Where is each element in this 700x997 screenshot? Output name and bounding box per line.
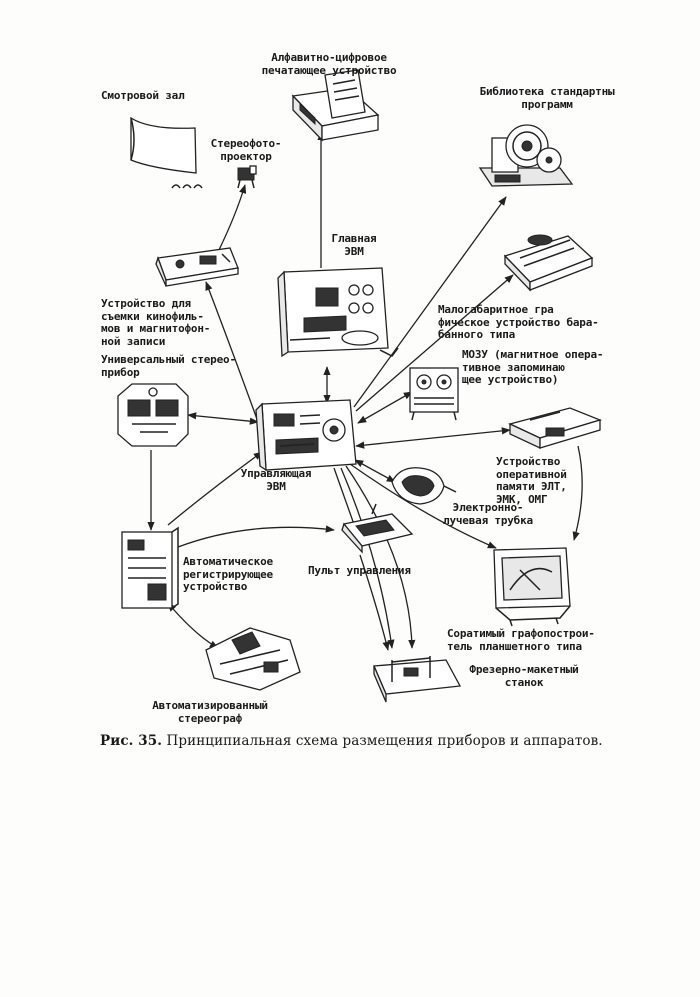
label-film-recorder: Устройство для съемки кинофиль- мов и ма… [101,297,211,348]
universal-stereo-icon [117,383,189,447]
arrow-control-milling-right [345,465,416,649]
milling-machine-icon [373,656,462,703]
label-mozu: МОЗУ (магнитное опера- тивное запоминаю … [462,348,604,386]
arrow-control-film-recorder [205,281,259,423]
label-crt: Электронно- лучевая трубка [443,501,533,527]
stereo-projector-icon [237,165,257,189]
arrow-recorder-control [167,451,263,526]
label-flatbed-plotter: Соратимый графопострои- тель планшетного… [447,627,595,653]
arrow-control-panel [333,467,357,531]
stereograph-icon [205,627,301,691]
label-viewing-hall: Смотровой зал [101,89,185,102]
arrow-control-universal [187,412,259,425]
crt-icon [391,467,457,505]
printer-icon [291,69,380,142]
figure-number: Рис. 35. [100,733,163,749]
label-main-computer: Главная ЭВМ [331,232,377,258]
label-auto-stereograph: Автоматизированный стереограф [152,699,268,725]
label-printer: Алфавитно-цифровое печатающее устройство [261,51,397,77]
arrow-control-drum-plotter [355,274,514,412]
film-recorder-icon [155,247,239,287]
label-control-panel: Пульт управления [308,564,411,577]
arrow-panel-milling [359,554,390,651]
drum-plotter-icon [503,234,594,292]
arrow-film-recorder-projector [217,184,247,253]
label-milling-machine: Фрезерно-макетный станок [469,663,579,689]
label-ram-device: Устройство оперативной памяти ЭЛТ, ЭМК, … [496,455,567,506]
mozu-icon [409,367,459,421]
arrow-recorder-panel [177,525,335,548]
label-auto-recorder: Автоматическое регистрирующее устройство [183,555,273,593]
control-computer-icon [255,399,357,472]
arrow-recorder-stereograph [167,602,219,649]
label-control-computer: Управляющая ЭВМ [240,467,312,493]
arrow-control-library [353,196,507,408]
label-stereo-projector: Стереофото- проектор [210,137,282,163]
label-universal-stereo: Универсальный стерео- прибор [101,353,236,379]
label-drum-plotter: Малогабаритное гра фическое устройство б… [438,303,599,341]
arrow-ram-flatbed [572,445,583,541]
figure-caption-text: Принципиальная схема размещения приборов… [166,733,603,749]
arrow-control-milling-left [340,467,395,649]
tape-library-icon [478,124,574,187]
connector-arrows [147,131,583,651]
auto-recorder-icon [121,526,179,609]
arrow-control-mozu [357,391,413,424]
figure-caption: Рис. 35. Принципиальная схема размещения… [100,733,620,749]
flatbed-plotter-icon [493,547,571,627]
control-panel-icon [341,503,414,554]
label-library: Библиотека стандартны программ [479,85,615,111]
arrow-control-crt [354,459,396,483]
arrow-control-ram [355,427,511,449]
arrow-control-flatbed [349,463,497,549]
main-computer-icon [277,267,399,358]
ram-device-icon [508,407,602,450]
screen-icon [130,116,203,189]
